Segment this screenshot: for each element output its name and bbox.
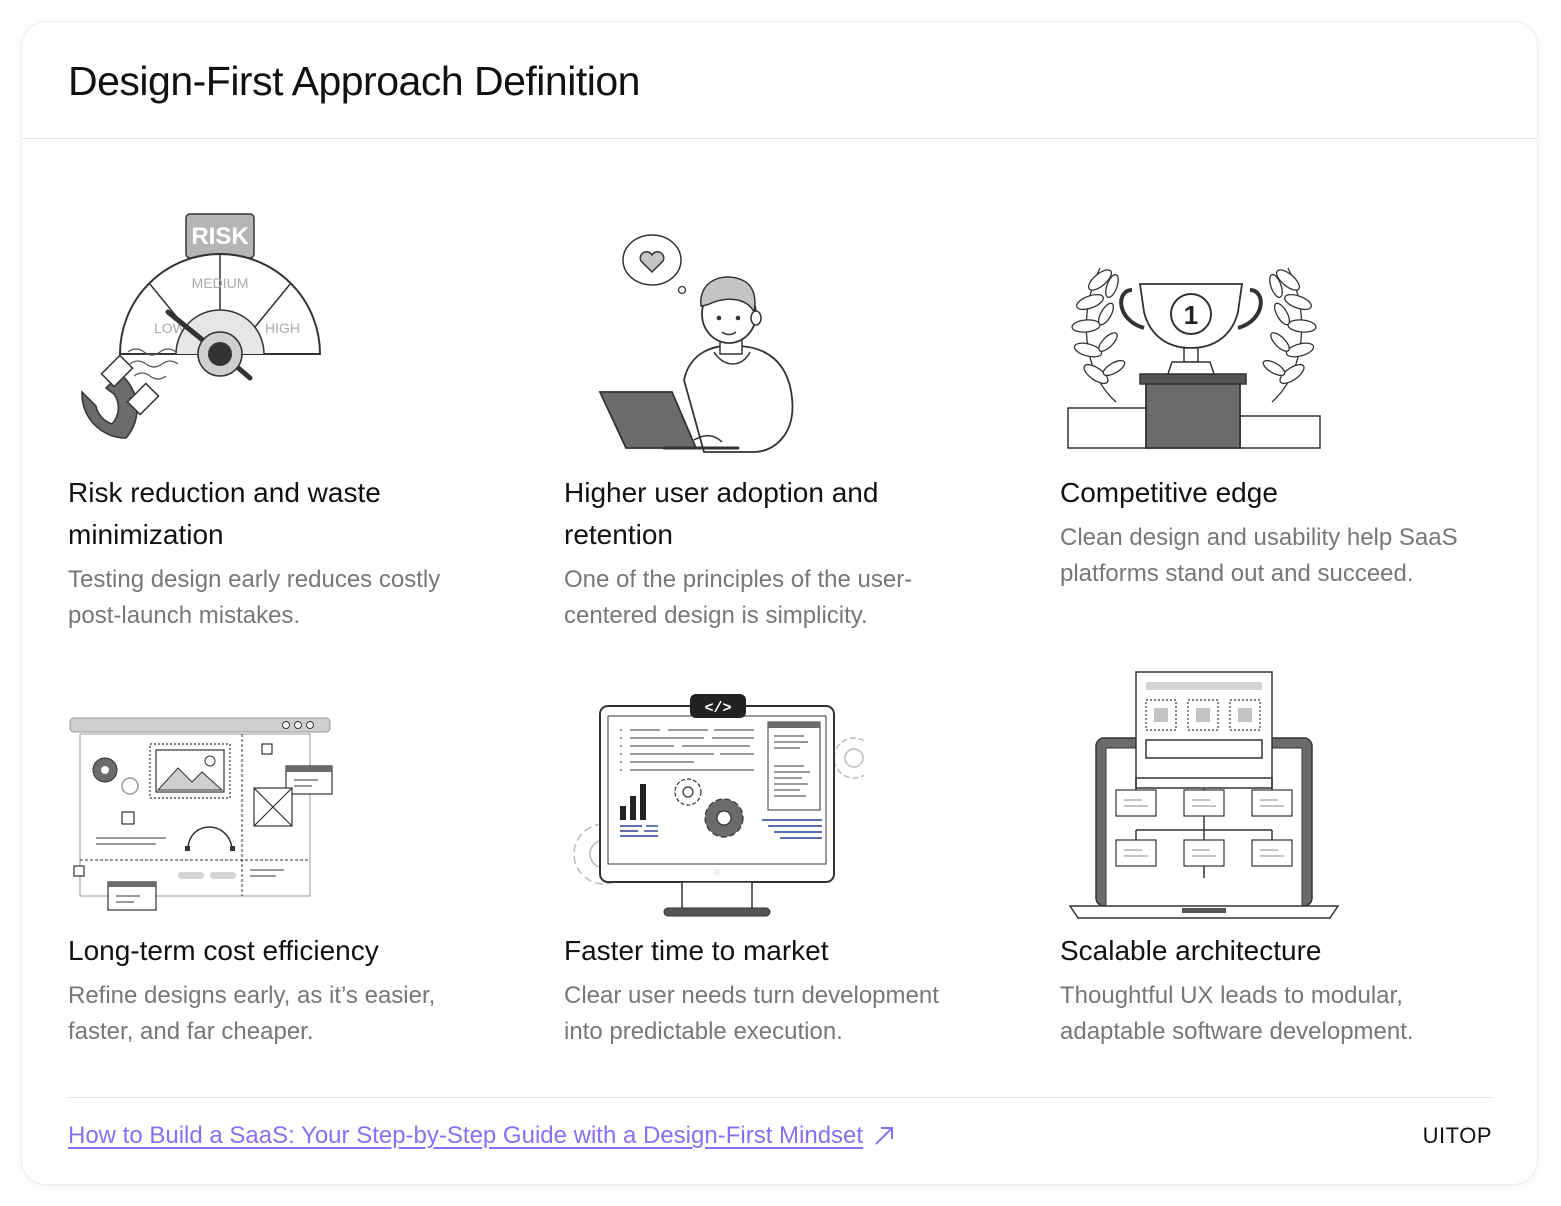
- monitor-code-illustration: </>: [573, 694, 864, 917]
- benefit-title: Higher user adoption and retention: [564, 477, 879, 550]
- benefit-title: Competitive edge: [1060, 477, 1278, 508]
- gauge-label-high: HIGH: [265, 320, 300, 336]
- definition-card: Design-First Approach Definition RISK LO…: [22, 22, 1537, 1184]
- page-title: Design-First Approach Definition: [68, 58, 640, 104]
- benefit-title: Risk reduction and waste minimization: [68, 477, 381, 550]
- heart-icon: [639, 251, 665, 274]
- card-footer: How to Build a SaaS: Your Step-by-Step G…: [68, 1097, 1492, 1150]
- brand-name: UITOP: [1422, 1123, 1492, 1148]
- gauge-label-low: LOW: [154, 320, 187, 336]
- gauge-label-medium: MEDIUM: [192, 275, 249, 291]
- benefit-faster-time-to-market: </>: [564, 662, 1060, 1062]
- risk-gauge-illustration: RISK LOW MEDIUM HIGH: [81, 213, 322, 439]
- arrow-up-right-icon: [875, 1127, 894, 1145]
- benefit-title: Long-term cost efficiency: [68, 935, 379, 966]
- guide-link[interactable]: How to Build a SaaS: Your Step-by-Step G…: [68, 1122, 895, 1150]
- benefit-description: Clean design and usability help SaaS pla…: [1060, 524, 1458, 587]
- card-header: Design-First Approach Definition: [22, 22, 1537, 139]
- benefit-description: Clear user needs turn development into p…: [564, 982, 939, 1045]
- trophy-rank-number: 1: [1184, 300, 1198, 330]
- person-laptop-illustration: [598, 234, 794, 453]
- benefit-description: Testing design early reduces costly post…: [68, 566, 441, 629]
- trophy-illustration: 1: [1067, 267, 1321, 449]
- benefit-cost-efficiency: Long-term cost efficiency Refine designs…: [68, 662, 564, 1062]
- code-badge: </>: [704, 700, 731, 717]
- benefit-user-adoption: Higher user adoption and retention One o…: [564, 202, 1060, 662]
- benefit-title: Scalable architecture: [1060, 935, 1322, 966]
- benefit-scalable-architecture: Scalable architecture Thoughtful UX lead…: [1060, 662, 1492, 1062]
- benefit-risk-reduction: RISK LOW MEDIUM HIGH Risk reduction and …: [68, 202, 564, 662]
- benefit-description: Thoughtful UX leads to modular, adaptabl…: [1060, 982, 1414, 1045]
- laptop-architecture-illustration: [1068, 671, 1340, 919]
- design-canvas-illustration: [69, 717, 333, 911]
- benefit-description: Refine designs early, as it’s easier, fa…: [68, 982, 436, 1045]
- guide-link-text[interactable]: How to Build a SaaS: Your Step-by-Step G…: [68, 1122, 864, 1149]
- benefits-grid: RISK LOW MEDIUM HIGH Risk reduction and …: [68, 202, 1492, 1062]
- benefit-competitive-edge: 1 Competitive edge Clean design and usab…: [1060, 202, 1492, 662]
- benefit-title: Faster time to market: [564, 935, 829, 966]
- risk-gauge-heading: RISK: [191, 223, 249, 250]
- benefit-description: One of the principles of the user-center…: [564, 566, 913, 629]
